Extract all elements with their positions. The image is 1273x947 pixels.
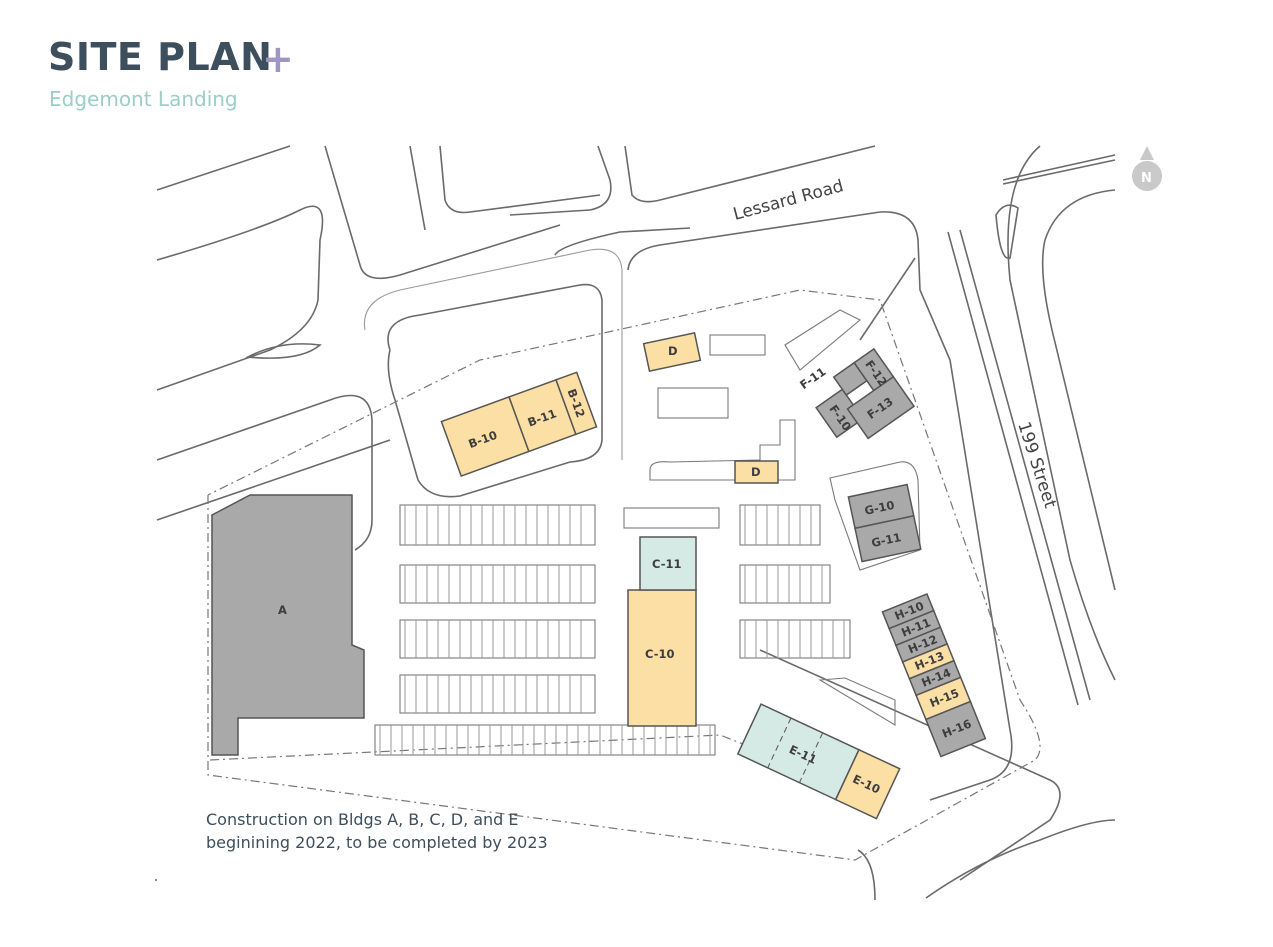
building-F-13[interactable] xyxy=(846,375,916,440)
label-G-10: G-10 xyxy=(863,498,895,518)
road-network xyxy=(155,145,1116,901)
label-G-11: G-11 xyxy=(870,530,902,550)
building-C-10[interactable] xyxy=(627,589,697,727)
building-D-south[interactable] xyxy=(734,460,779,484)
property-boundary xyxy=(207,289,1041,861)
building-E-group: E-11 E-10 xyxy=(736,703,901,820)
page-title: SITE PLAN xyxy=(48,35,273,79)
building-F-group: F-10 F-11 F-12 F-13 xyxy=(797,347,916,440)
plus-icon: + xyxy=(262,37,294,81)
building-F-10[interactable] xyxy=(815,388,865,439)
building-D-north[interactable] xyxy=(642,332,702,372)
building-H-16[interactable] xyxy=(924,700,987,758)
building-B-group: B-10 B-11 B-12 xyxy=(440,371,598,478)
building-G-group: G-10 G-11 xyxy=(847,483,922,563)
label-D-south: D xyxy=(751,465,761,479)
label-C-10: C-10 xyxy=(645,647,674,661)
buildings: A B-10 B-11 B-12 C-10 C-11 D D E-11 E-10 xyxy=(211,332,987,820)
road-label-lessard: Lessard Road xyxy=(731,176,846,225)
note-line-1: Construction on Bldgs A, B, C, D, and E xyxy=(206,810,519,829)
building-E-10[interactable] xyxy=(834,748,901,820)
building-H-group: H-10 H-11 H-12 H-13 H-14 H-15 H-16 xyxy=(881,592,987,758)
label-C-11: C-11 xyxy=(652,557,681,571)
building-G-11[interactable] xyxy=(854,514,922,563)
label-D-north: D xyxy=(668,344,678,358)
building-B-12[interactable] xyxy=(555,371,598,436)
building-A[interactable] xyxy=(211,494,365,756)
construction-note: Construction on Bldgs A, B, C, D, and E … xyxy=(206,808,548,854)
building-C-11[interactable] xyxy=(639,536,697,591)
north-arrow-icon: N xyxy=(1132,146,1162,191)
label-A: A xyxy=(278,603,287,617)
page-subtitle: Edgemont Landing xyxy=(49,87,238,111)
parking-stalls xyxy=(379,505,845,755)
north-label: N xyxy=(1141,171,1152,186)
note-line-2: beginining 2022, to be completed by 2023 xyxy=(206,833,548,852)
